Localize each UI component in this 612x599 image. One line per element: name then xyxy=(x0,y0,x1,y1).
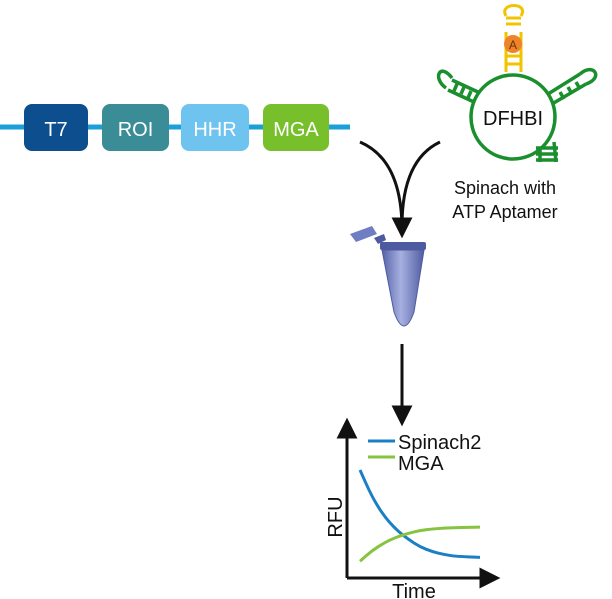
atp-ligand-label: A xyxy=(509,38,517,52)
merge-arrow xyxy=(359,140,441,239)
construct-element-mga: MGA xyxy=(263,104,329,151)
tube-hinge xyxy=(374,234,386,244)
aptamer-caption-line1: Spinach with xyxy=(454,178,556,198)
merge-arrow-right xyxy=(400,140,441,227)
hhr-label: HHR xyxy=(193,119,236,141)
dna-construct: T7 ROI HHR MGA xyxy=(0,104,350,151)
aptamer-caption-line2: ATP Aptamer xyxy=(452,202,557,222)
t7-label: T7 xyxy=(44,119,67,141)
legend-label-spinach2: Spinach2 xyxy=(398,432,481,454)
series-line-mga xyxy=(359,525,481,563)
y-axis-label: RFU xyxy=(325,496,347,537)
fluorescence-chart: RFU Time Spinach2 MGA xyxy=(325,417,501,599)
spinach-aptamer-icon: A DFHBI xyxy=(436,4,598,163)
hhr-block xyxy=(181,104,249,151)
microcentrifuge-tube-icon xyxy=(350,226,426,327)
legend-label-mga: MGA xyxy=(398,453,444,475)
merge-arrow-left xyxy=(359,140,413,239)
tube-rim xyxy=(380,242,426,250)
spinach-scaffold xyxy=(436,67,598,163)
tube-cap xyxy=(350,226,377,242)
roi-label: ROI xyxy=(118,119,154,141)
series-line-spinach2 xyxy=(358,469,481,559)
x-axis-label: Time xyxy=(392,581,436,599)
mga-label: MGA xyxy=(273,119,319,141)
atp-ligand xyxy=(504,35,522,53)
mga-block xyxy=(263,104,329,151)
roi-block xyxy=(102,104,169,151)
t7-block xyxy=(24,104,88,151)
construct-element-hhr: HHR xyxy=(181,104,249,151)
tube-body xyxy=(381,249,425,327)
construct-element-roi: ROI xyxy=(102,104,169,151)
chart-legend: Spinach2 MGA xyxy=(368,432,481,475)
dfhbi-label: DFHBI xyxy=(483,108,543,130)
construct-element-t7: T7 xyxy=(24,104,88,151)
